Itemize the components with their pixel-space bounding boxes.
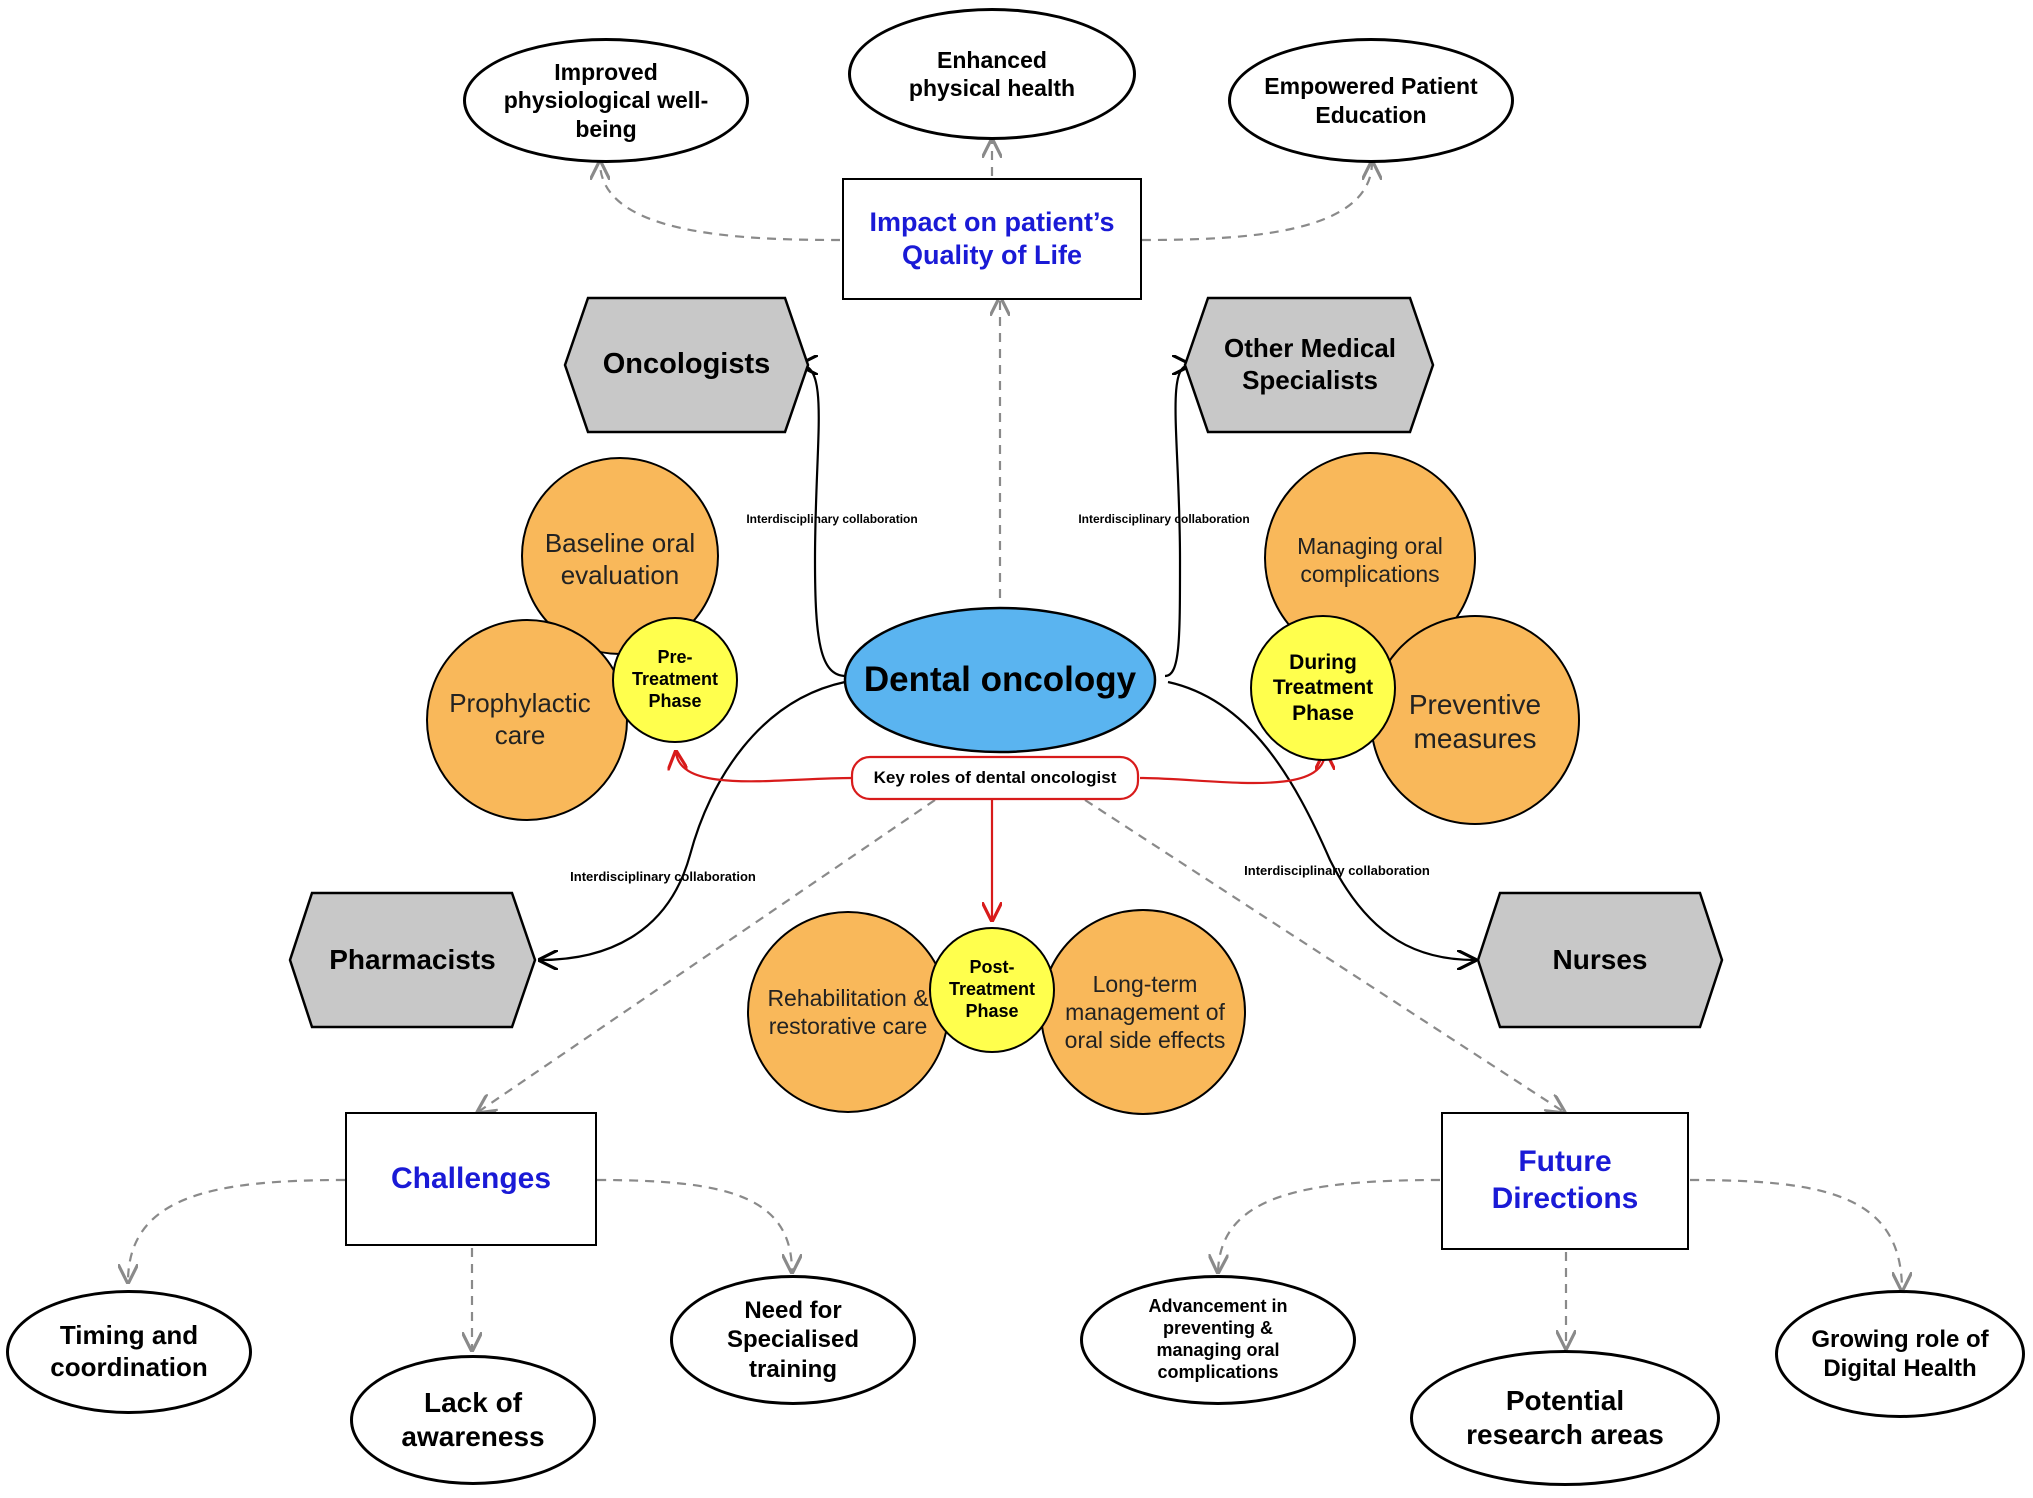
future-title: Future Directions — [1491, 1145, 1639, 1215]
arrow-impact-to-education — [1141, 162, 1372, 242]
during-item-preventive-label: Preventive measures — [1408, 688, 1542, 754]
challenge-timing-label: Timing and coordination — [50, 1320, 208, 1382]
future-advancement-oval: Advancement in preventing & managing ora… — [1080, 1275, 1356, 1405]
outcome-education-label: Empowered Patient Education — [1264, 73, 1478, 128]
post-item-rehab-label: Rehabilitation & restorative care — [767, 984, 929, 1039]
collab-label-pharmacists: Interdisciplinary collaboration — [570, 869, 756, 885]
pre-phase-label: Pre-Treatment Phase — [631, 647, 719, 711]
oncologists-hexagon — [563, 296, 810, 434]
pre-phase-circle — [612, 617, 738, 743]
challenges-title: Challenges — [390, 1161, 552, 1195]
arrow-center-to-challenges — [478, 799, 936, 1112]
challenge-awareness-label: Lack of awareness — [401, 1386, 545, 1452]
challenge-training-label: Need for Specialised training — [726, 1297, 860, 1383]
other-specialists-label: Other Medical Specialists — [1224, 333, 1396, 395]
nurses-hexagon — [1476, 891, 1724, 1029]
challenge-training-oval: Need for Specialised training — [670, 1275, 916, 1405]
during-item-managing-label: Managing oral complications — [1297, 532, 1443, 587]
challenge-awareness-oval: Lack of awareness — [350, 1355, 596, 1485]
future-digital-oval: Growing role of Digital Health — [1775, 1290, 2025, 1418]
challenge-timing-oval: Timing and coordination — [6, 1290, 252, 1414]
impact-box: Impact on patient’s Quality of Life — [842, 178, 1142, 300]
collab-label-oncologists: Interdisciplinary collaboration — [746, 511, 918, 526]
arrow-to-nurses — [1167, 680, 1475, 960]
outcome-wellbeing-oval: Improved physiological well-being — [463, 38, 749, 163]
outcome-health-label: Enhanced physical health — [908, 46, 1076, 101]
future-advancement-label: Advancement in preventing & managing ora… — [1148, 1296, 1288, 1382]
future-box: Future Directions — [1441, 1112, 1689, 1250]
outcome-health-oval: Enhanced physical health — [848, 8, 1136, 140]
collab-label-nurses: Interdisciplinary collaboration — [1244, 863, 1430, 879]
post-item-longterm-label: Long-term management of oral side effect… — [1064, 970, 1226, 1054]
arrow-to-during-phase — [1139, 752, 1325, 785]
arrow-challenges-to-timing — [128, 1178, 346, 1282]
key-roles-box — [850, 755, 1140, 801]
post-phase-label: Post-Treatment Phase — [948, 957, 1036, 1021]
outcome-education-oval: Empowered Patient Education — [1228, 38, 1514, 163]
arrow-future-to-advancement — [1218, 1178, 1441, 1272]
arrow-challenges-to-training — [596, 1178, 792, 1272]
key-roles-label: Key roles of dental oncologist — [873, 767, 1117, 787]
challenges-box: Challenges — [345, 1112, 597, 1246]
post-phase-circle — [929, 927, 1055, 1053]
outcome-wellbeing-label: Improved physiological well-being — [503, 59, 709, 142]
pharmacists-hexagon — [288, 891, 537, 1029]
pre-item-prophylactic-label: Prophylactic care — [449, 688, 591, 750]
center-ellipse — [843, 606, 1157, 754]
future-research-oval: Potential research areas — [1410, 1350, 1720, 1486]
arrow-to-pre-phase — [676, 752, 853, 783]
arrow-future-to-digital — [1689, 1178, 1902, 1290]
future-digital-label: Growing role of Digital Health — [1811, 1325, 1989, 1382]
pre-item-baseline-label: Baseline oral evaluation — [544, 528, 696, 590]
arrow-to-oncologists — [800, 365, 847, 678]
impact-title: Impact on patient’s Quality of Life — [869, 207, 1115, 270]
during-phase-label: During Treatment Phase — [1272, 650, 1374, 725]
center-label: Dental oncology — [863, 659, 1137, 699]
other-specialists-hexagon — [1183, 296, 1435, 434]
during-phase-circle — [1250, 615, 1396, 761]
nurses-label: Nurses — [1552, 943, 1648, 975]
arrow-to-other-specialists — [1164, 365, 1190, 678]
collab-label-specialists: Interdisciplinary collaboration — [1078, 511, 1250, 526]
arrow-impact-to-wellbeing — [600, 162, 841, 242]
arrow-to-pharmacists — [540, 680, 846, 960]
oncologists-label: Oncologists — [602, 348, 771, 381]
future-research-label: Potential research areas — [1466, 1384, 1664, 1450]
pharmacists-label: Pharmacists — [329, 943, 496, 975]
